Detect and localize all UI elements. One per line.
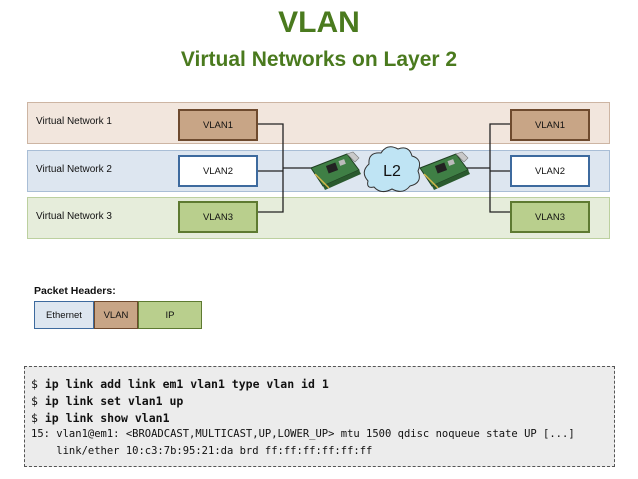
right-vlan2-box: VLAN2 [510,155,590,187]
right-vlan1-box: VLAN1 [510,109,590,141]
terminal-output-line: 15: vlan1@em1: <BROADCAST,MULTICAST,UP,L… [31,428,575,440]
ip-header-field: IP [138,301,202,329]
ethernet-header-field: Ethernet [34,301,94,329]
packet-headers-label: Packet Headers: [34,285,116,297]
terminal-command-line: $ ip link show vlan1 [31,411,608,428]
left-vlan1-box: VLAN1 [178,109,258,141]
cloud-label: L2 [383,163,401,180]
network-card-icon [310,151,361,190]
command-text: ip link show vlan1 [44,411,170,425]
virtual-network-3-label: Virtual Network 3 [36,211,112,222]
terminal-block: $ ip link add link em1 vlan1 type vlan i… [24,366,615,467]
virtual-network-1-label: Virtual Network 1 [36,116,112,127]
terminal-output-line: link/ether 10:c3:7b:95:21:da brd ff:ff:f… [31,445,373,457]
virtual-network-2-label: Virtual Network 2 [36,164,112,175]
left-trunk-line [258,123,312,213]
cloud-icon [363,146,420,193]
command-text: ip link add link em1 vlan1 type vlan id … [44,377,329,391]
command-text: ip link set vlan1 up [44,394,184,408]
vlan-header-field: VLAN [94,301,138,329]
left-vlan3-box: VLAN3 [178,201,258,233]
right-trunk-line [462,123,510,213]
network-card-icon [419,151,470,190]
page-subtitle: Virtual Networks on Layer 2 [180,48,458,71]
right-vlan3-box: VLAN3 [510,201,590,233]
prompt-symbol: $ [31,394,38,408]
prompt-symbol: $ [31,411,38,425]
prompt-symbol: $ [31,377,38,391]
left-vlan2-box: VLAN2 [178,155,258,187]
page-title: VLAN [278,6,360,39]
terminal-command-line: $ ip link set vlan1 up [31,394,608,411]
terminal-command-line: $ ip link add link em1 vlan1 type vlan i… [31,377,608,394]
